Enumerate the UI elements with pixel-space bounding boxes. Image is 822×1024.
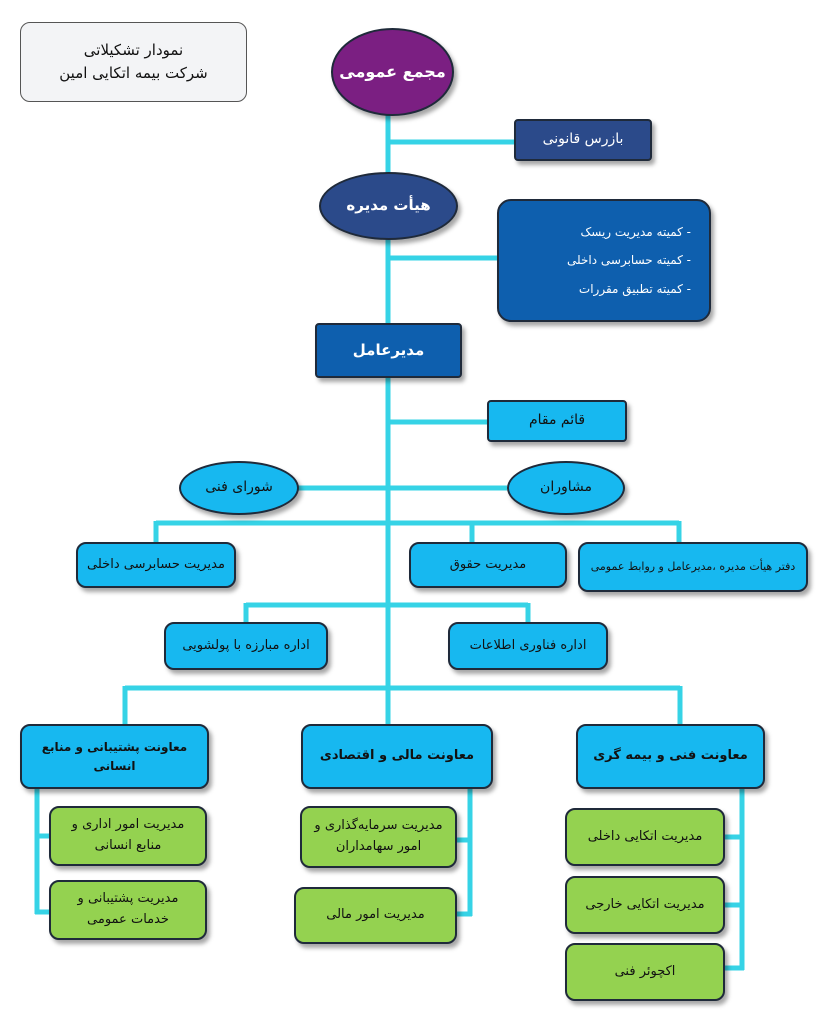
internal-audit-node: مدیریت حسابرسی داخلی	[76, 542, 236, 588]
hr-management-node: مدیریت امور اداری و منابع انسانی	[49, 806, 207, 866]
hr-management-line2: منابع انسانی	[94, 838, 162, 853]
legal-management-label: مدیریت حقوق	[449, 556, 527, 572]
board-office-node: دفتر هیأت مدیره ،مدیرعامل و روابط عمومی	[578, 542, 808, 592]
general-assembly-label: مجمع عمومی	[339, 61, 446, 81]
investment-management-line2: امور سهامداران	[335, 839, 422, 854]
ceo-node: مدیرعامل	[315, 323, 462, 378]
hr-management-line1: مدیریت امور اداری و	[71, 817, 185, 833]
financial-affairs-label: مدیریت امور مالی	[326, 907, 425, 923]
advisors-label: مشاوران	[540, 479, 592, 496]
financial-affairs-node: مدیریت امور مالی	[294, 887, 457, 944]
support-services-line2: خدمات عمومی	[87, 912, 169, 927]
committees-node: - کمیته مدیریت ریسک - کمیته حسابرسی داخل…	[497, 199, 711, 322]
technical-council-node: شورای فنی	[179, 461, 299, 515]
internal-audit-label: مدیریت حسابرسی داخلی	[87, 556, 225, 572]
chart-title-line1: نمودار تشکیلاتی	[83, 40, 184, 59]
anti-money-laundering-label: اداره مبارزه با پولشویی	[182, 637, 310, 653]
support-hr-deputy-node: معاونت پشتیبانی و منابع انسانی	[20, 724, 209, 789]
foreign-reinsurance-node: مدیریت اتکایی خارجی	[565, 876, 725, 934]
chart-title-line2: شرکت بیمه اتکایی امین	[59, 64, 208, 82]
support-services-line1: مدیریت پشتیبانی و	[77, 891, 179, 907]
it-department-node: اداره فناوری اطلاعات	[448, 622, 608, 670]
chart-title-box: نمودار تشکیلاتی شرکت بیمه اتکایی امین	[20, 22, 247, 102]
anti-money-laundering-node: اداره مبارزه با پولشویی	[164, 622, 328, 670]
legal-inspector-node: بازرس قانونی	[514, 119, 652, 161]
domestic-reinsurance-label: مدیریت اتکایی داخلی	[587, 828, 703, 844]
foreign-reinsurance-label: مدیریت اتکایی خارجی	[585, 896, 705, 912]
finance-deputy-label: معاونت مالی و اقتصادی	[319, 748, 475, 764]
technical-deputy-label: معاونت فنی و بیمه گری	[593, 748, 748, 764]
domestic-reinsurance-node: مدیریت اتکایی داخلی	[565, 808, 725, 866]
deputy-node: قائم مقام	[487, 400, 627, 442]
board-office-label: دفتر هیأت مدیره ،مدیرعامل و روابط عمومی	[590, 560, 796, 574]
legal-management-node: مدیریت حقوق	[409, 542, 567, 588]
committee-item: - کمیته حسابرسی داخلی	[567, 253, 691, 268]
board-of-directors-label: هیأت مدیره	[346, 196, 431, 215]
legal-inspector-label: بازرس قانونی	[542, 131, 624, 148]
technical-underwriter-label: اکچوئر فنی	[614, 963, 676, 979]
board-of-directors-node: هیأت مدیره	[319, 172, 458, 240]
support-hr-deputy-label: معاونت پشتیبانی و منابع انسانی	[41, 739, 188, 773]
ceo-label: مدیرعامل	[352, 340, 425, 359]
investment-management-node: مدیریت سرمایه‌گذاری و امور سهامداران	[300, 806, 457, 868]
committee-item: - کمیته تطبیق مقررات	[578, 281, 691, 296]
technical-underwriter-node: اکچوئر فنی	[565, 943, 725, 1001]
support-services-node: مدیریت پشتیبانی و خدمات عمومی	[49, 880, 207, 940]
it-department-label: اداره فناوری اطلاعات	[469, 637, 587, 653]
general-assembly-node: مجمع عمومی	[331, 28, 454, 116]
investment-management-line1: مدیریت سرمایه‌گذاری و	[314, 818, 443, 834]
deputy-label: قائم مقام	[528, 412, 586, 429]
advisors-node: مشاوران	[507, 461, 625, 515]
technical-council-label: شورای فنی	[205, 479, 273, 496]
finance-deputy-node: معاونت مالی و اقتصادی	[301, 724, 493, 789]
committee-item: - کمیته مدیریت ریسک	[580, 225, 692, 240]
technical-deputy-node: معاونت فنی و بیمه گری	[576, 724, 765, 789]
